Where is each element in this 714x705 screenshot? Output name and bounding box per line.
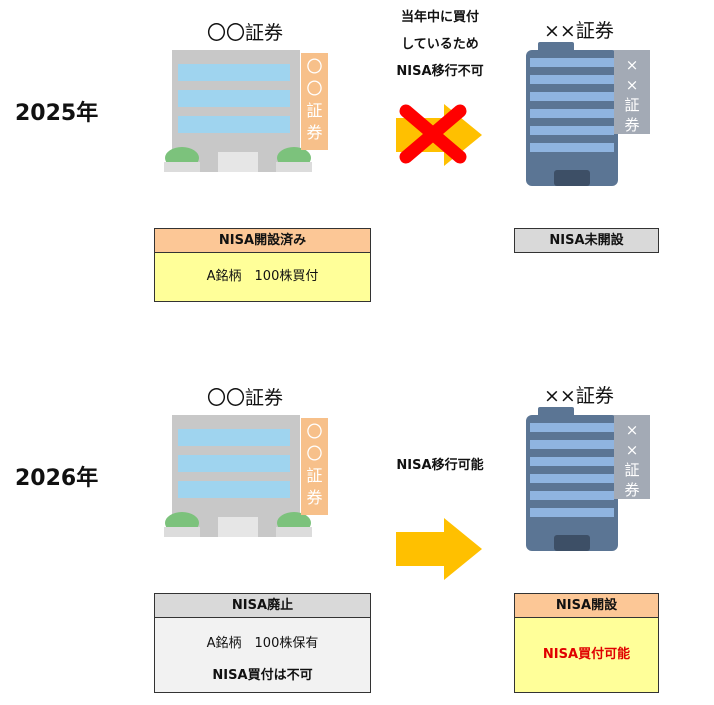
sign-char: × xyxy=(625,441,639,459)
left-building-illustration xyxy=(160,48,335,178)
right-building-sign: × × 証 券 xyxy=(614,420,650,500)
note-line: NISA移行不可 xyxy=(396,64,484,79)
cross-mark-icon xyxy=(398,103,468,165)
arrow-note-2025: 当年中に買付 しているため NISA移行不可 xyxy=(380,4,500,85)
arrow-note-2026: NISA移行可能 xyxy=(380,452,500,479)
right-building-illustration xyxy=(520,40,655,190)
sign-char: 証 xyxy=(306,466,323,485)
sign-char: 券 xyxy=(624,481,640,499)
left-account-body-2026: A銘柄 100株保有 NISA買付は不可 xyxy=(154,618,371,693)
left-building-illustration xyxy=(160,413,335,543)
left-building-sign: 〇 〇 証 券 xyxy=(301,56,328,144)
right-building-sign: × × 証 券 xyxy=(614,55,650,135)
sign-char: 券 xyxy=(306,488,323,507)
year-label-2025: 2025年 xyxy=(15,101,99,126)
left-account-header-2026: NISA廃止 xyxy=(154,593,371,618)
sign-char: 証 xyxy=(306,101,323,120)
year-label-2026: 2026年 xyxy=(15,466,99,491)
note-line: 当年中に買付 xyxy=(400,10,479,25)
note-line: NISA移行可能 xyxy=(396,458,484,473)
right-account-header-2025: NISA未開設 xyxy=(514,228,659,253)
sign-char: × xyxy=(625,421,639,439)
left-firm-name: 〇〇証券 xyxy=(207,387,284,409)
transfer-arrow-allowed xyxy=(392,514,486,584)
holding-line: A銘柄 100株保有 xyxy=(206,636,319,651)
note-line: しているため xyxy=(401,37,479,52)
sign-char: 〇 xyxy=(306,79,323,98)
sign-char: × xyxy=(625,56,639,74)
sign-char: 〇 xyxy=(306,422,323,441)
sign-char: 券 xyxy=(624,116,640,134)
right-firm-name: ××証券 xyxy=(544,20,614,42)
sign-char: 〇 xyxy=(306,444,323,463)
left-account-body-2025: A銘柄 100株買付 xyxy=(154,253,371,302)
purchase-status-line: NISA買付は不可 xyxy=(212,668,313,683)
purchase-available-line: NISA買付可能 xyxy=(542,647,631,662)
sign-char: × xyxy=(625,76,639,94)
right-building-illustration xyxy=(520,405,655,555)
left-account-header-2025: NISA開設済み xyxy=(154,228,371,253)
holding-line: A銘柄 100株買付 xyxy=(206,269,319,284)
sign-char: 証 xyxy=(624,96,640,114)
sign-char: 証 xyxy=(624,461,640,479)
left-firm-name: 〇〇証券 xyxy=(207,22,284,44)
left-building-sign: 〇 〇 証 券 xyxy=(301,421,328,509)
sign-char: 〇 xyxy=(306,57,323,76)
right-firm-name: ××証券 xyxy=(544,385,614,407)
right-account-header-2026: NISA開設 xyxy=(514,593,659,618)
right-account-body-2026: NISA買付可能 xyxy=(514,618,659,693)
sign-char: 券 xyxy=(306,123,323,142)
